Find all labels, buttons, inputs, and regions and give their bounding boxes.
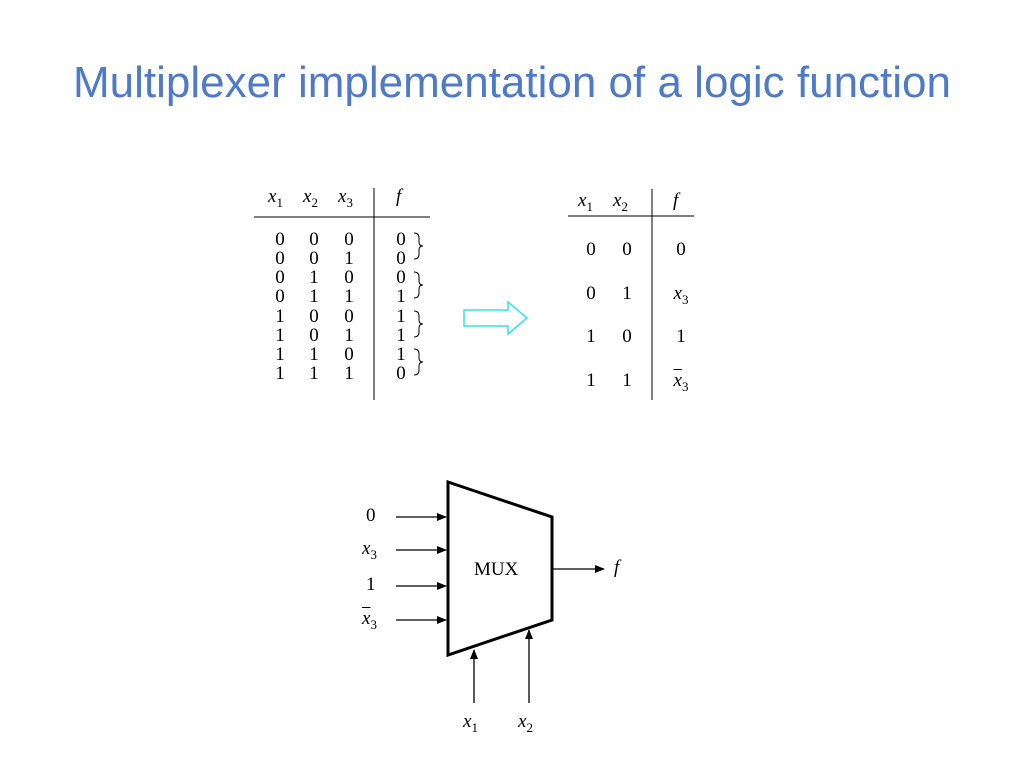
header-x2: x2 xyxy=(303,186,318,210)
mux-select-2: x2 xyxy=(518,711,533,735)
table-cell: 1 xyxy=(396,306,406,327)
table-cell: 1 xyxy=(275,306,285,327)
table-cell: 1 xyxy=(396,325,406,346)
brace-group-1 xyxy=(413,232,424,260)
table-cell-f: 0 xyxy=(676,239,686,260)
table-cell: 1 xyxy=(344,363,354,384)
brace-group-3 xyxy=(413,310,424,338)
table-cell-f: x3 xyxy=(673,370,689,394)
table-cell-f: 1 xyxy=(676,326,686,347)
header-x1: x1 xyxy=(268,186,283,210)
header-f: f xyxy=(673,190,679,211)
table-cell: 0 xyxy=(622,239,632,260)
table-cell: 0 xyxy=(586,239,596,260)
table-cell: 0 xyxy=(396,267,406,288)
table-cell: 0 xyxy=(396,363,406,384)
table-cell: 0 xyxy=(275,286,285,307)
table-cell: 1 xyxy=(275,325,285,346)
table-cell: 1 xyxy=(309,286,319,307)
table-cell: 0 xyxy=(344,306,354,327)
table-cell: 1 xyxy=(622,370,632,391)
table-cell: 1 xyxy=(344,248,354,269)
table-cell: 0 xyxy=(275,229,285,250)
table-cell: 1 xyxy=(275,344,285,365)
slide-title: Multiplexer implementation of a logic fu… xyxy=(72,58,951,107)
table-cell: 1 xyxy=(622,283,632,304)
table-cell: 1 xyxy=(396,286,406,307)
table-cell: 0 xyxy=(396,248,406,269)
mux-input-2: 1 xyxy=(366,574,376,595)
header-f: f xyxy=(396,186,402,207)
table-cell: 0 xyxy=(622,326,632,347)
table-cell: 0 xyxy=(309,325,319,346)
table-cell: 0 xyxy=(309,229,319,250)
table-cell: 1 xyxy=(309,267,319,288)
table-cell: 1 xyxy=(396,344,406,365)
table-cell: 0 xyxy=(586,283,596,304)
mux-label: MUX xyxy=(474,559,519,580)
header-x1: x1 xyxy=(578,190,593,214)
mux-output-label: f xyxy=(614,557,620,578)
mux-select-1: x1 xyxy=(463,711,478,735)
table-cell: 1 xyxy=(586,370,596,391)
table-cell: 0 xyxy=(344,267,354,288)
header-x2: x2 xyxy=(613,190,628,214)
mux-input-1: x3 xyxy=(362,538,377,562)
transform-arrow xyxy=(463,300,529,336)
mux-body xyxy=(446,479,554,658)
mux-input-0: 0 xyxy=(366,505,376,526)
brace-group-2 xyxy=(413,271,424,299)
table-cell: 0 xyxy=(275,248,285,269)
table-cell: 1 xyxy=(275,363,285,384)
table-cell: 0 xyxy=(275,267,285,288)
header-x3: x3 xyxy=(338,186,353,210)
table-cell: 1 xyxy=(309,344,319,365)
brace-group-4 xyxy=(413,348,424,376)
table-cell: 1 xyxy=(586,326,596,347)
table-cell: 1 xyxy=(344,286,354,307)
table-cell: 0 xyxy=(309,306,319,327)
mux-input-3: x3 xyxy=(362,608,377,632)
table-cell: 1 xyxy=(309,363,319,384)
table-cell: 0 xyxy=(396,229,406,250)
table-cell: 0 xyxy=(344,344,354,365)
table-cell: 0 xyxy=(344,229,354,250)
table-cell: 0 xyxy=(309,248,319,269)
table-cell-f: x3 xyxy=(673,283,689,307)
table-cell: 1 xyxy=(344,325,354,346)
